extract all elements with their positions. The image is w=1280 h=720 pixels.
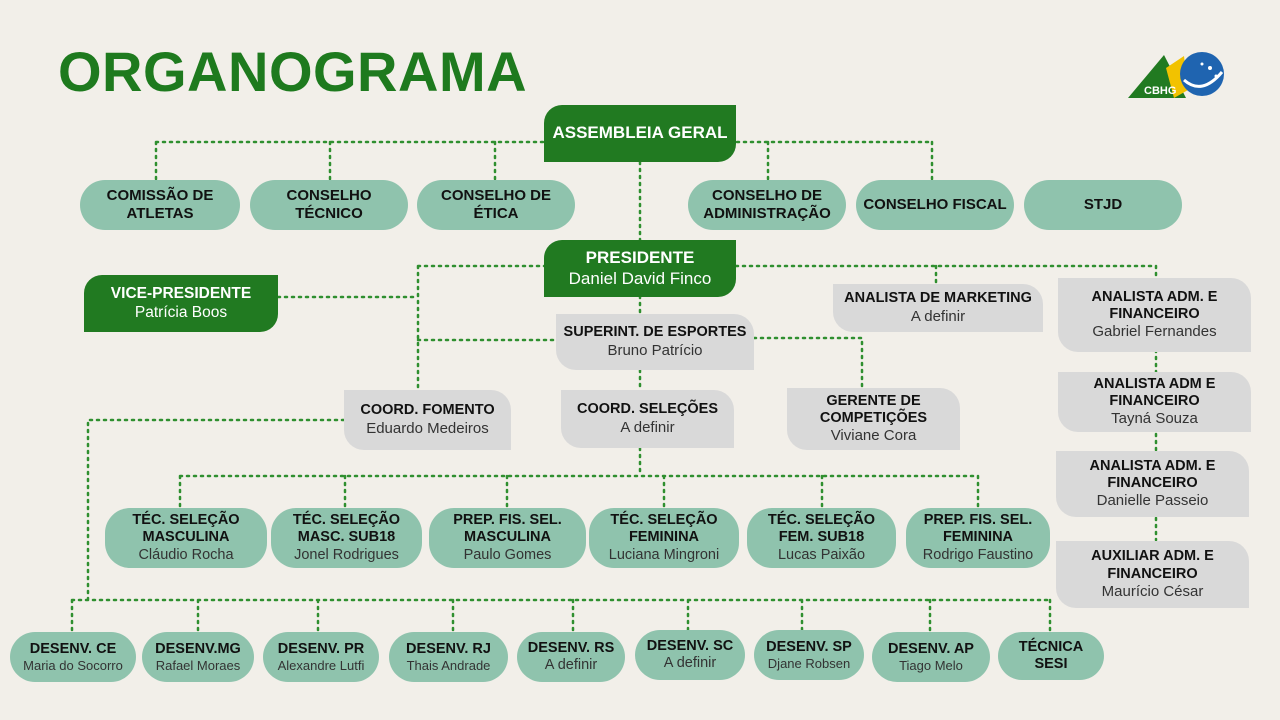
node-desenv-sc: DESENV. SC A definir (635, 630, 745, 680)
node-assembleia: ASSEMBLEIA GERAL (544, 105, 736, 162)
node-label: STJD (1083, 196, 1123, 213)
svg-text:CBHG: CBHG (1144, 85, 1176, 97)
node-name: Patrícia Boos (134, 303, 228, 321)
node-vice-presidente: VICE-PRESIDENTE Patrícia Boos (84, 275, 278, 332)
node-label: DESENV. CE (29, 640, 117, 657)
node-name: Rafael Moraes (155, 657, 241, 673)
node-prep-fis-feminina: PREP. FIS. SEL. FEMININA Rodrigo Faustin… (906, 508, 1050, 568)
node-conselho-administracao: CONSELHO DE ADMINISTRAÇÃO (688, 180, 846, 230)
node-label: ANALISTA DE MARKETING (844, 290, 1032, 307)
node-tecnica-sesi: TÉCNICA SESI (998, 632, 1104, 680)
node-name: Bruno Patrício (607, 341, 703, 359)
node-analista-adm-3: ANALISTA ADM. E FINANCEIRO Danielle Pass… (1056, 451, 1249, 517)
connector-presidente-left (276, 264, 558, 422)
node-name: A definir (620, 418, 675, 436)
node-label: AUXILIAR ADM. E FINANCEIRO (1091, 548, 1214, 582)
node-desenv-ap: DESENV. AP Tiago Melo (872, 632, 990, 682)
node-name: Jonel Rodrigues (294, 546, 399, 563)
node-desenv-sp: DESENV. SP Djane Robsen (754, 630, 864, 680)
node-gerente-competicoes: GERENTE DE COMPETIÇÕES Viviane Cora (787, 388, 960, 450)
node-conselho-tecnico: CONSELHO TÉCNICO (250, 180, 408, 230)
node-label: VICE-PRESIDENTE (110, 284, 252, 302)
node-name: Alexandre Lutfi (277, 657, 365, 673)
connector-superint-gerente (752, 336, 864, 392)
node-label: CONSELHO DE ADMINISTRAÇÃO (703, 187, 831, 222)
node-desenv-mg: DESENV.MG Rafael Moraes (142, 632, 254, 682)
node-tec-selecao-feminina: TÉC. SELEÇÃO FEMININA Luciana Mingroni (589, 508, 739, 568)
node-presidente: PRESIDENTE Daniel David Finco (544, 240, 736, 297)
node-name: Luciana Mingroni (608, 546, 720, 563)
node-name: Danielle Passeio (1096, 492, 1209, 510)
node-name: Cláudio Rocha (138, 546, 234, 563)
node-coord-selecoes: COORD. SELEÇÕES A definir (561, 390, 734, 448)
node-comissao-atletas: COMISSÃO DE ATLETAS (80, 180, 240, 230)
node-name: Eduardo Medeiros (366, 419, 489, 437)
node-analista-adm-1: ANALISTA ADM. E FINANCEIRO Gabriel Ferna… (1058, 278, 1251, 352)
node-label: ANALISTA ADM. E FINANCEIRO (1091, 288, 1218, 322)
node-label: COMISSÃO DE ATLETAS (106, 187, 214, 222)
node-analista-marketing: ANALISTA DE MARKETING A definir (833, 284, 1043, 332)
node-label: TÉCNICA SESI (1018, 638, 1084, 672)
node-label: PREP. FIS. SEL. FEMININA (923, 511, 1033, 546)
node-label: DESENV. SC (646, 637, 734, 654)
node-label: COORD. SELEÇÕES (577, 401, 718, 418)
node-desenv-rj: DESENV. RJ Thais Andrade (389, 632, 508, 682)
node-desenv-pr: DESENV. PR Alexandre Lutfi (263, 632, 379, 682)
node-label: ASSEMBLEIA GERAL (552, 123, 728, 143)
node-superintendente: SUPERINT. DE ESPORTES Bruno Patrício (556, 314, 754, 370)
node-desenv-ce: DESENV. CE Maria do Socorro (10, 632, 136, 682)
node-auxiliar-adm: AUXILIAR ADM. E FINANCEIRO Maurício Césa… (1056, 541, 1249, 608)
node-label: TÉC. SELEÇÃO MASC. SUB18 (292, 511, 401, 546)
node-label: COORD. FOMENTO (360, 402, 495, 419)
node-label: DESENV. RS (527, 639, 615, 656)
connector-presidente-right (734, 264, 1158, 542)
node-label: DESENV. PR (277, 640, 365, 657)
node-label: TÉC. SELEÇÃO FEM. SUB18 (767, 511, 876, 546)
node-tec-selecao-masc-sub18: TÉC. SELEÇÃO MASC. SUB18 Jonel Rodrigues (271, 508, 422, 568)
node-name: Viviane Cora (830, 427, 917, 445)
node-label: PRESIDENTE (585, 248, 695, 268)
node-tec-selecao-masculina: TÉC. SELEÇÃO MASCULINA Cláudio Rocha (105, 508, 267, 568)
node-name: Rodrigo Faustino (922, 546, 1034, 563)
node-label: DESENV. RJ (406, 640, 491, 657)
node-name: Maurício César (1101, 582, 1204, 600)
cbhg-logo: CBHG (1126, 50, 1226, 100)
node-name: Tayná Souza (1111, 410, 1198, 428)
node-label: TÉC. SELEÇÃO FEMININA (610, 511, 718, 546)
node-label: PREP. FIS. SEL. MASCULINA (453, 511, 562, 546)
connector-coord-teams (178, 446, 980, 510)
node-label: DESENV. SP (766, 638, 852, 655)
node-label: ANALISTA ADM. E FINANCEIRO (1089, 457, 1216, 491)
node-coord-fomento: COORD. FOMENTO Eduardo Medeiros (344, 390, 511, 450)
node-label: CONSELHO TÉCNICO (286, 187, 372, 222)
node-label: DESENV. AP (888, 640, 974, 657)
node-name: Djane Robsen (767, 655, 851, 671)
connector-fomento-desenv (70, 418, 1052, 634)
node-label: CONSELHO FISCAL (863, 196, 1007, 213)
node-name: Paulo Gomes (463, 546, 552, 563)
node-stjd: STJD (1024, 180, 1182, 230)
node-name: Daniel David Finco (568, 268, 712, 288)
node-name: Lucas Paixão (777, 546, 866, 563)
node-name: A definir (910, 307, 966, 325)
node-label: ANALISTA ADM E FINANCEIRO (1093, 375, 1216, 409)
node-name: A definir (544, 657, 598, 673)
node-name: Tiago Melo (899, 657, 963, 673)
node-label: TÉC. SELEÇÃO MASCULINA (132, 511, 240, 546)
node-name: Gabriel Fernandes (1092, 323, 1217, 341)
node-name: Thais Andrade (406, 657, 491, 673)
node-prep-fis-masculina: PREP. FIS. SEL. MASCULINA Paulo Gomes (429, 508, 586, 568)
node-tec-selecao-fem-sub18: TÉC. SELEÇÃO FEM. SUB18 Lucas Paixão (747, 508, 896, 568)
node-conselho-fiscal: CONSELHO FISCAL (856, 180, 1014, 230)
node-label: CONSELHO DE ÉTICA (440, 187, 551, 222)
node-conselho-etica: CONSELHO DE ÉTICA (417, 180, 575, 230)
node-label: SUPERINT. DE ESPORTES (563, 324, 747, 341)
node-analista-adm-2: ANALISTA ADM E FINANCEIRO Tayná Souza (1058, 372, 1251, 432)
node-name: A definir (663, 655, 717, 671)
node-name: Maria do Socorro (23, 657, 123, 673)
node-label: GERENTE DE COMPETIÇÕES (819, 392, 928, 426)
node-label: DESENV.MG (155, 640, 241, 657)
page-title: ORGANOGRAMA (58, 40, 528, 103)
node-desenv-rs: DESENV. RS A definir (517, 632, 625, 682)
